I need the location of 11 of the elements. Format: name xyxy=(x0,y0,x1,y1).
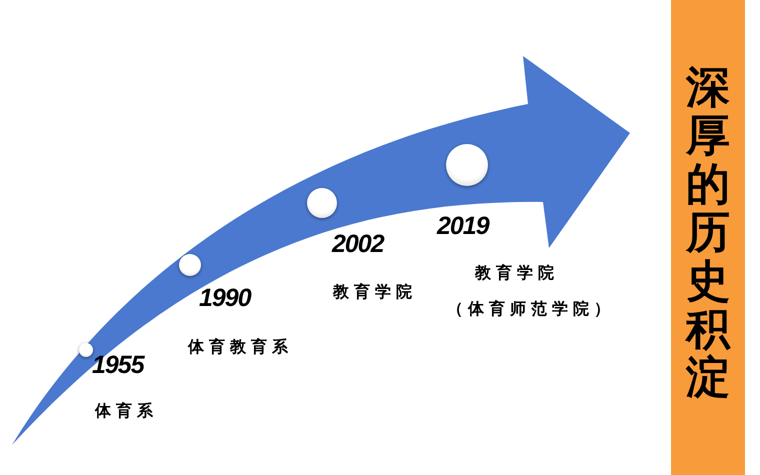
year-label: 1955 xyxy=(92,351,144,379)
year-label: 2002 xyxy=(332,230,384,258)
year-label: 2019 xyxy=(437,212,489,240)
milestone-label: 教育学院 xyxy=(333,283,417,303)
year-label: 1990 xyxy=(199,284,251,312)
vertical-title: 深厚的历史积淀 xyxy=(686,64,730,403)
milestone-label: （体育师范学院） xyxy=(447,300,615,320)
milestone-label: 体育教育系 xyxy=(188,338,293,358)
milestone-label: 体育系 xyxy=(95,402,158,422)
title-band xyxy=(671,0,745,475)
milestone-label: 教育学院 xyxy=(475,264,559,284)
